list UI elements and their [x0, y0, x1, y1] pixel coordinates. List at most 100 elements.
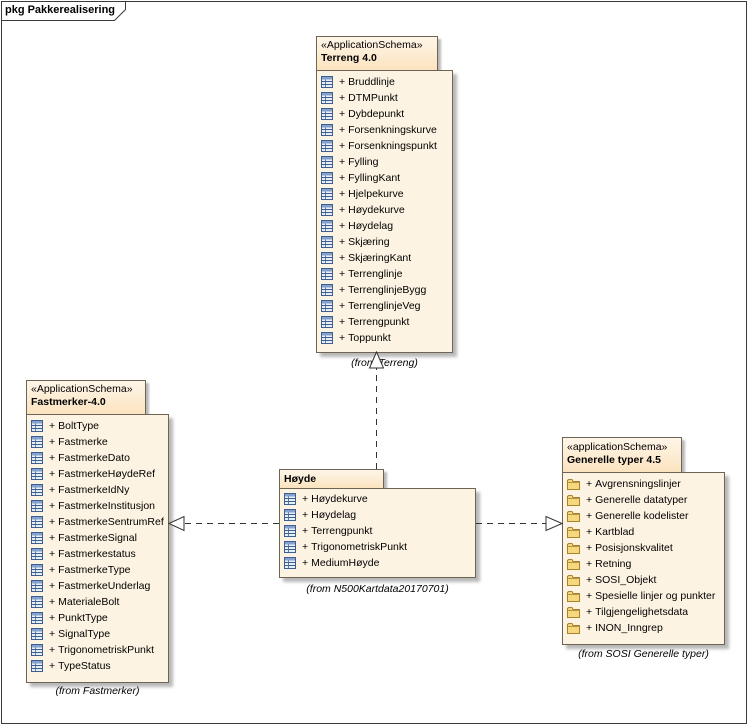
class-item[interactable]: +TerrenglinjeVeg: [321, 298, 452, 314]
package-tab[interactable]: Høyde: [279, 469, 384, 489]
item-visibility: +: [339, 300, 346, 312]
item-visibility: +: [49, 516, 56, 528]
package-contents[interactable]: +Avgrensningslinjer+Generelle datatyper+…: [562, 472, 725, 645]
package-contents[interactable]: +Høydekurve+Høydelag+Terrengpunkt+Trigon…: [279, 488, 476, 578]
class-item[interactable]: +TypeStatus: [31, 658, 168, 674]
class-item[interactable]: +Skjæring: [321, 234, 452, 250]
class-item[interactable]: +FastmerkeIdNy: [31, 482, 168, 498]
subpackage-item[interactable]: +Retning: [567, 556, 724, 572]
class-item[interactable]: +TrigonometriskPunkt: [31, 642, 168, 658]
class-item[interactable]: +Toppunkt: [321, 330, 452, 346]
package-name: Generelle typer 4.5: [567, 454, 661, 466]
package-contents[interactable]: +Bruddlinje+DTMPunkt+Dybdepunkt+Forsenkn…: [316, 70, 453, 353]
class-icon: [31, 580, 43, 592]
class-item[interactable]: +Bruddlinje: [321, 74, 452, 90]
item-visibility: +: [49, 452, 56, 464]
package-tab[interactable]: «ApplicationSchema» Fastmerker-4.0: [26, 380, 146, 415]
item-name: Høydekurve: [311, 493, 368, 505]
subpackage-item[interactable]: +Avgrensningslinjer: [567, 476, 724, 492]
class-item[interactable]: +Høydekurve: [284, 491, 475, 507]
class-icon: [31, 500, 43, 512]
item-visibility: +: [49, 532, 56, 544]
class-item[interactable]: +SignalType: [31, 626, 168, 642]
item-visibility: +: [49, 484, 56, 496]
class-item[interactable]: +FastmerkeSignal: [31, 530, 168, 546]
subpackage-item[interactable]: +Spesielle linjer og punkter: [567, 588, 724, 604]
class-item[interactable]: +Terrenglinje: [321, 266, 452, 282]
class-item[interactable]: +SkjæringKant: [321, 250, 452, 266]
item-name: Fastmerkestatus: [58, 548, 136, 560]
diagram-kind: pkg: [5, 4, 25, 16]
class-item[interactable]: +PunktType: [31, 610, 168, 626]
class-item[interactable]: +Forsenkningspunkt: [321, 138, 452, 154]
item-name: MaterialeBolt: [58, 596, 120, 608]
class-item[interactable]: +TrigonometriskPunkt: [284, 539, 475, 555]
subpackage-item[interactable]: +Generelle datatyper: [567, 492, 724, 508]
subpackage-item[interactable]: +Posisjonskvalitet: [567, 540, 724, 556]
item-visibility: +: [49, 596, 56, 608]
package-stereotype: «ApplicationSchema»: [321, 39, 423, 51]
item-visibility: +: [339, 172, 346, 184]
class-item[interactable]: +Høydelag: [284, 507, 475, 523]
class-item[interactable]: +Fylling: [321, 154, 452, 170]
item-name: FastmerkeSignal: [58, 532, 137, 544]
class-item[interactable]: +FastmerkeHøydeRef: [31, 466, 168, 482]
class-item[interactable]: +BoltType: [31, 418, 168, 434]
item-name: Tilgjengelighetsdata: [595, 606, 689, 618]
item-visibility: +: [49, 644, 56, 656]
item-name: Hjelpekurve: [348, 188, 404, 200]
item-visibility: +: [339, 332, 346, 344]
item-visibility: +: [49, 548, 56, 560]
item-name: TrigonometriskPunkt: [58, 644, 155, 656]
item-visibility: +: [302, 541, 309, 553]
class-item[interactable]: +FyllingKant: [321, 170, 452, 186]
subpackage-item[interactable]: +Tilgjengelighetsdata: [567, 604, 724, 620]
class-icon: [321, 156, 333, 168]
package-tab[interactable]: «ApplicationSchema» Terreng 4.0: [316, 36, 438, 71]
package-contents[interactable]: +BoltType+Fastmerke+FastmerkeDato+Fastme…: [26, 414, 169, 683]
class-icon: [321, 204, 333, 216]
package-tab[interactable]: «applicationSchema» Generelle typer 4.5: [562, 437, 682, 473]
class-item[interactable]: +Høydekurve: [321, 202, 452, 218]
class-item[interactable]: +FastmerkeType: [31, 562, 168, 578]
class-item[interactable]: +DTMPunkt: [321, 90, 452, 106]
item-name: Generelle kodelister: [595, 510, 689, 522]
class-icon: [31, 516, 43, 528]
class-item[interactable]: +Hjelpekurve: [321, 186, 452, 202]
folder-icon: [567, 606, 580, 618]
diagram-frame-label-tab: [1, 1, 126, 21]
item-name: MediumHøyde: [311, 557, 380, 569]
class-item[interactable]: +Terrengpunkt: [321, 314, 452, 330]
item-name: Retning: [595, 558, 632, 570]
item-visibility: +: [586, 526, 593, 538]
class-item[interactable]: +FastmerkeUnderlag: [31, 578, 168, 594]
class-item[interactable]: +Terrengpunkt: [284, 523, 475, 539]
subpackage-item[interactable]: +SOSI_Objekt: [567, 572, 724, 588]
class-item[interactable]: +Høydelag: [321, 218, 452, 234]
item-visibility: +: [302, 509, 309, 521]
class-item[interactable]: +FastmerkeDato: [31, 450, 168, 466]
class-item[interactable]: +FastmerkeSentrumRef: [31, 514, 168, 530]
class-item[interactable]: +Dybdepunkt: [321, 106, 452, 122]
class-icon: [31, 612, 43, 624]
class-item[interactable]: +FastmerkeInstitusjon: [31, 498, 168, 514]
class-item[interactable]: +Fastmerke: [31, 434, 168, 450]
subpackage-item[interactable]: +Kartblad: [567, 524, 724, 540]
class-icon: [31, 452, 43, 464]
item-visibility: +: [339, 92, 346, 104]
subpackage-item[interactable]: +Generelle kodelister: [567, 508, 724, 524]
item-name: FastmerkeSentrumRef: [58, 516, 164, 528]
class-icon: [321, 76, 333, 88]
item-visibility: +: [586, 510, 593, 522]
subpackage-item[interactable]: +INON_Inngrep: [567, 620, 724, 636]
class-icon: [321, 284, 333, 296]
class-item[interactable]: +Forsenkningskurve: [321, 122, 452, 138]
item-visibility: +: [586, 574, 593, 586]
class-item[interactable]: +MaterialeBolt: [31, 594, 168, 610]
item-visibility: +: [339, 236, 346, 248]
class-item[interactable]: +Fastmerkestatus: [31, 546, 168, 562]
class-icon: [321, 172, 333, 184]
class-item[interactable]: +MediumHøyde: [284, 555, 475, 571]
package-name: Terreng 4.0: [321, 52, 377, 64]
class-item[interactable]: +TerrenglinjeBygg: [321, 282, 452, 298]
